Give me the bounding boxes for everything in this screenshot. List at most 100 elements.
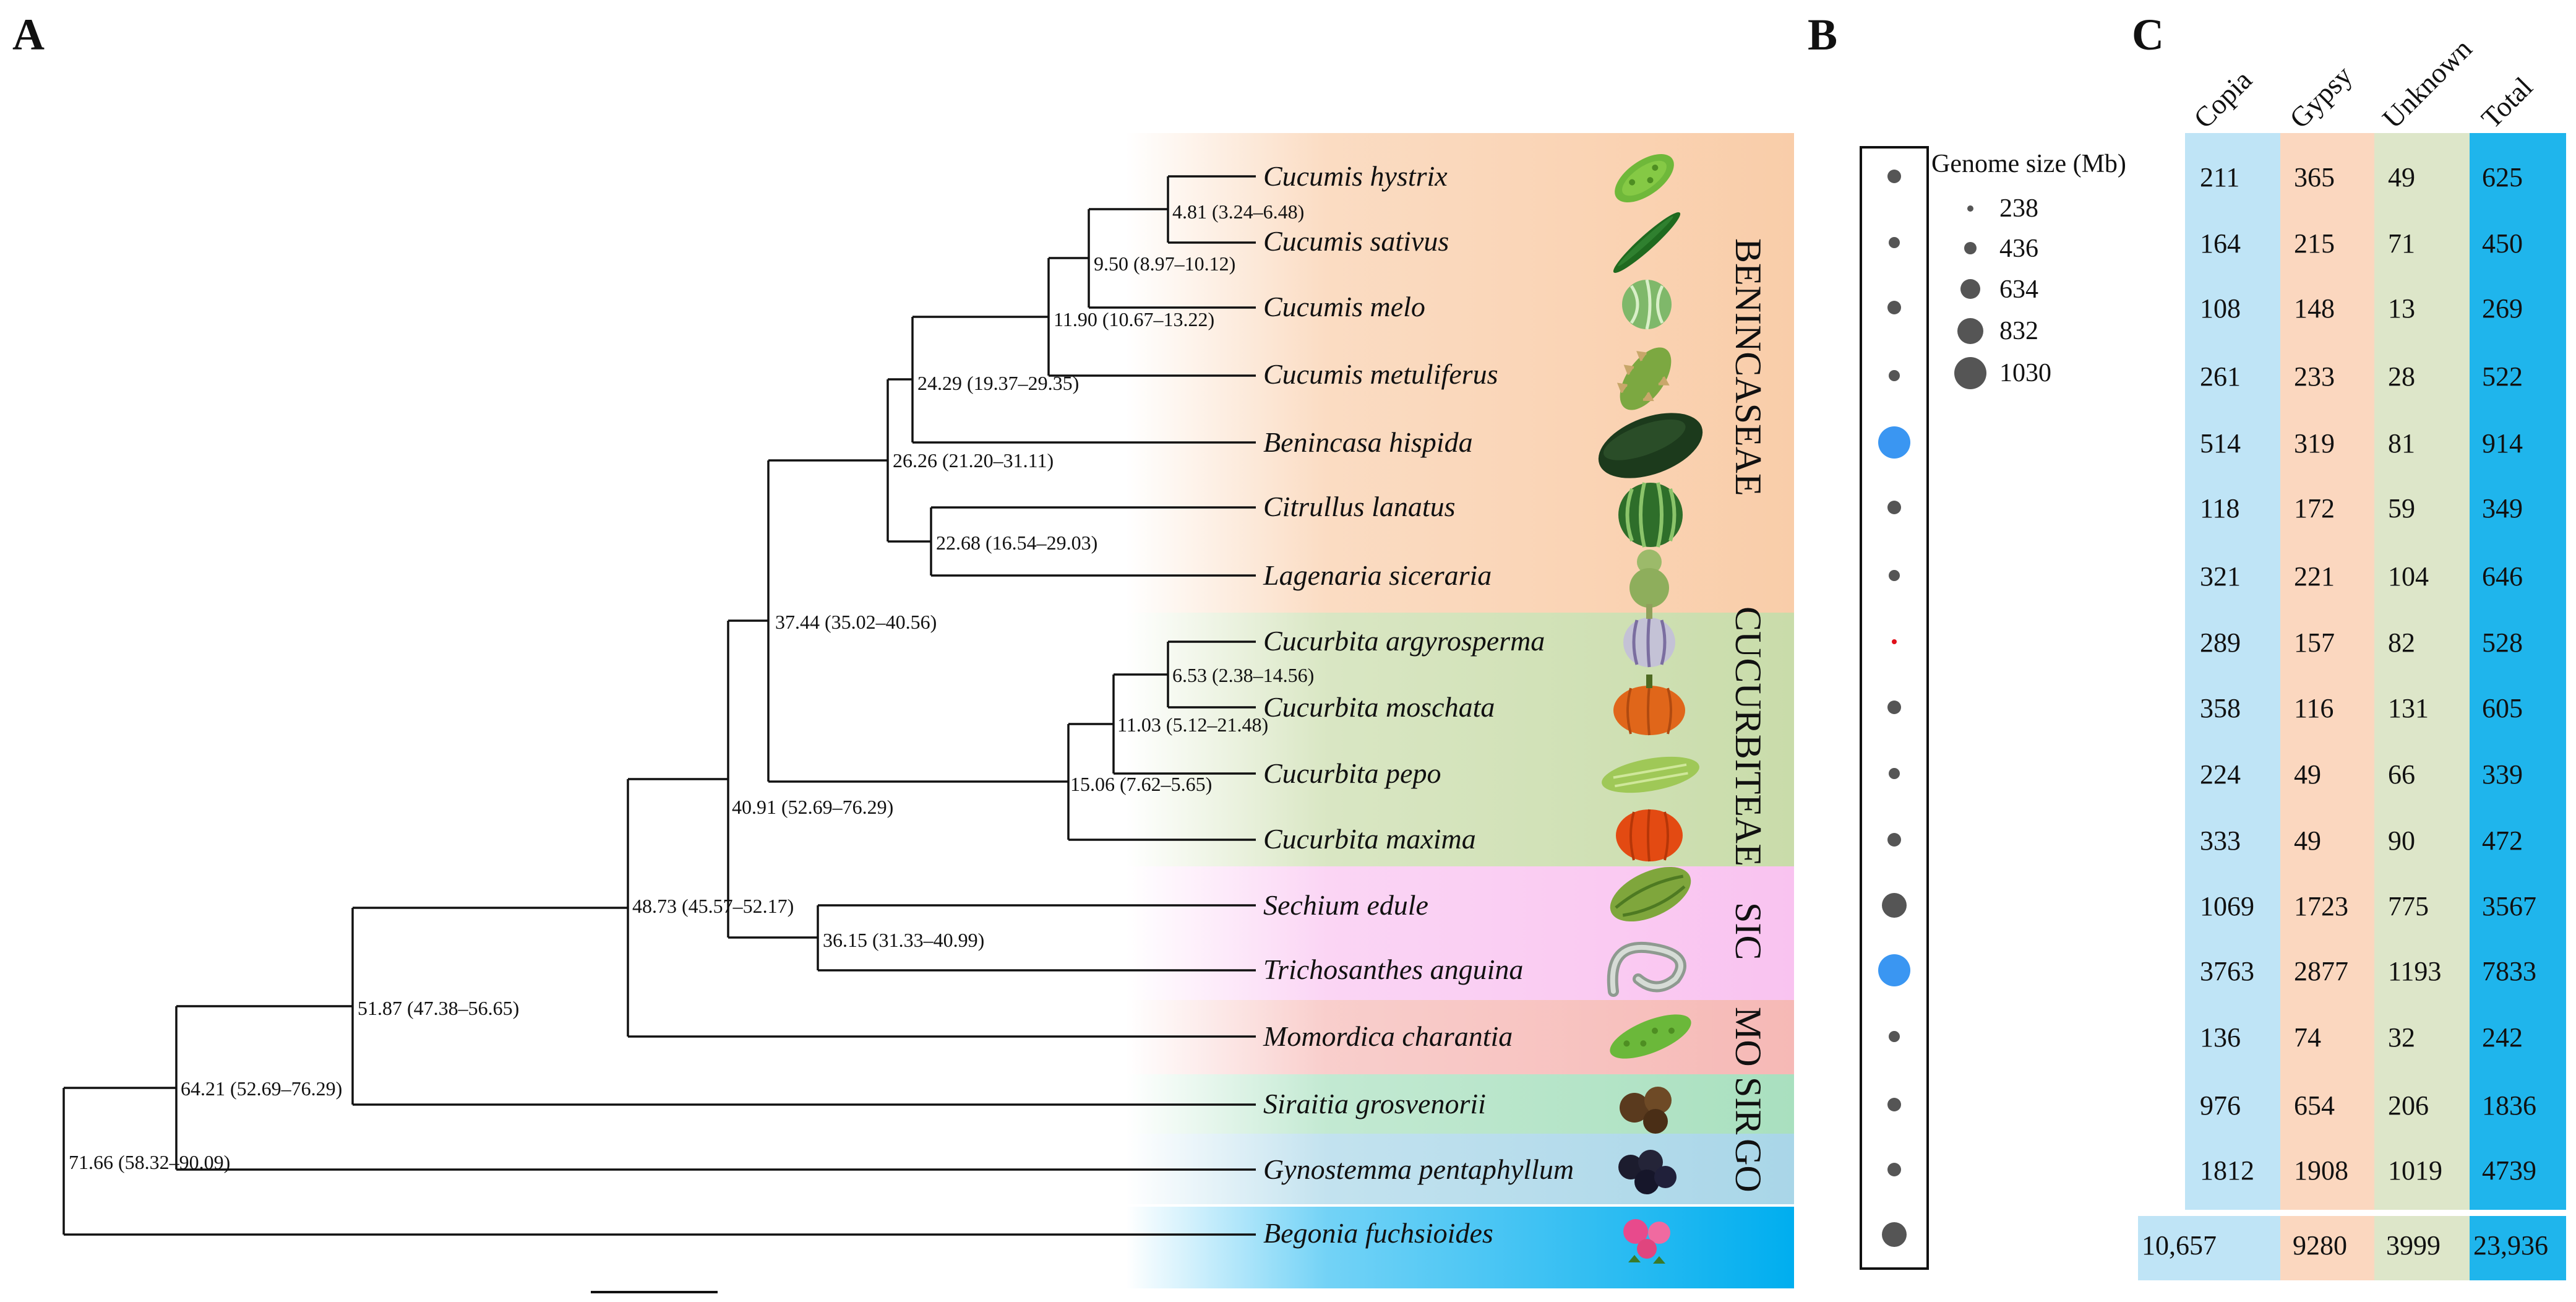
column-header: Total [2475,71,2538,134]
node-label: 9.50 (8.97–10.12) [1094,252,1235,275]
legend-dot [1967,205,1973,212]
table-cell: 1812 [2200,1155,2254,1186]
taxon-label: Cucumis sativus [1263,225,1449,257]
taxon-label: Lagenaria siceraria [1263,559,1492,591]
table-cell: 74 [2294,1022,2321,1053]
table-cell: 450 [2482,228,2523,259]
table-cell: 472 [2482,826,2523,856]
node-label: 48.73 (45.57–52.17) [632,895,794,917]
panel-label-a: A [12,10,45,59]
genome-size-dot [1882,1222,1907,1247]
clade-label-benincaseae: BENINCASEAE [1728,238,1769,496]
legend-dot [1960,279,1980,299]
table-cell: 321 [2200,561,2241,592]
genome-size-dot [1889,237,1900,248]
node-label: 22.68 (16.54–29.03) [936,532,1097,554]
genome-size-dot [1887,1098,1901,1111]
taxon-label: Cucurbita maxima [1263,823,1476,855]
table-cell: 233 [2294,361,2335,392]
table-cell: 118 [2200,493,2239,524]
total-cell: 9280 [2293,1230,2347,1261]
table-cell: 1069 [2200,891,2254,921]
table-cell: 215 [2294,228,2335,259]
table-cell: 625 [2482,162,2523,192]
table-cell: 116 [2294,693,2333,723]
table-cell: 289 [2200,627,2241,658]
red-pumpkin-icon [1616,809,1683,862]
column-header: Copia [2187,64,2258,134]
table-cell: 358 [2200,693,2241,723]
table-cell: 319 [2294,428,2335,459]
genome-size-dot [1889,768,1900,779]
table-cell: 82 [2388,627,2415,658]
panel-label-b: B [1808,10,1838,59]
table-cell: 242 [2482,1022,2523,1053]
table-cell: 646 [2482,561,2523,592]
taxon-label: Benincasa hispida [1263,426,1473,458]
table-cell: 1723 [2294,891,2348,921]
table-cell: 49 [2388,162,2415,192]
genome-size-legend: Genome size (Mb) 238 436 634 832 1030 [1931,150,2126,389]
table-cell: 7833 [2482,956,2536,986]
taxon-label: Citrullus lanatus [1263,491,1456,522]
table-cell: 775 [2388,891,2429,921]
tip-labels: Cucumis hystrix Cucumis sativus Cucumis … [1263,160,1574,1249]
table-cell: 976 [2200,1090,2241,1121]
berries-icon [1618,1150,1677,1194]
column-total [2470,133,2566,1210]
column-gypsy [2280,133,2374,1210]
totals-unknown [2374,1216,2470,1280]
node-label: 6.53 (2.38–14.56) [1172,664,1314,686]
table-cell: 90 [2388,826,2415,856]
totals-gypsy [2280,1216,2374,1280]
table-cell: 28 [2388,361,2415,392]
table-cell: 1836 [2482,1090,2536,1121]
genome-size-dot [1887,833,1901,847]
table-cell: 1019 [2388,1155,2442,1186]
taxon-label: Cucurbita moschata [1263,691,1495,723]
table-cell: 4739 [2482,1155,2536,1186]
node-label: 64.21 (52.69–76.29) [181,1077,342,1100]
legend-value: 1030 [1999,359,2051,387]
table-cell: 131 [2388,693,2429,723]
table-cell: 269 [2482,293,2523,324]
table-cell: 224 [2200,759,2241,790]
genome-size-dot [1889,1031,1900,1042]
taxon-label: Begonia fuchsioides [1263,1217,1493,1249]
genome-size-dot [1887,701,1901,714]
clade-label-go: GO [1728,1139,1769,1192]
genome-size-dot [1882,893,1907,918]
legend-value: 634 [1999,275,2038,304]
column-header: Gypsy [2283,59,2358,134]
node-labels: 4.81 (3.24–6.48) 9.50 (8.97–10.12) 11.90… [69,200,1314,1173]
taxon-label: Cucumis hystrix [1263,160,1448,192]
table-cell: 1193 [2388,956,2441,986]
watermelon-icon [1618,482,1683,548]
node-label: 40.91 (52.69–76.29) [732,796,893,818]
table-cell: 3763 [2200,956,2254,986]
taxon-label: Momordica charantia [1263,1020,1513,1052]
zucchini-icon [1602,756,1699,793]
fruit-images [1598,153,1703,1264]
garlic-squash-icon [1623,604,1675,668]
node-label: 15.06 (7.62–5.65) [1070,773,1212,795]
table-cell: 365 [2294,162,2335,192]
genome-size-dot [1878,954,1910,986]
begonia-flower-icon [1623,1219,1670,1264]
genome-size-dot [1887,170,1901,183]
node-label: 26.26 (21.20–31.11) [893,449,1054,472]
tree-branches [62,175,1256,1236]
genome-size-dot [1889,570,1900,581]
bitter-melon-icon [1610,1014,1691,1059]
table-cell: 71 [2388,228,2415,259]
clade-label-sir: SIR [1728,1077,1769,1134]
bitter-gourd-icon [1615,153,1674,203]
legend-dot [1954,357,1986,389]
node-label: 24.29 (19.37–29.35) [917,372,1079,394]
total-cell: 3999 [2386,1230,2441,1261]
node-label: 4.81 (3.24–6.48) [1172,200,1304,223]
table-cell: 59 [2388,493,2415,524]
totals-total [2470,1216,2566,1280]
band-benincaseae [1126,133,1794,613]
